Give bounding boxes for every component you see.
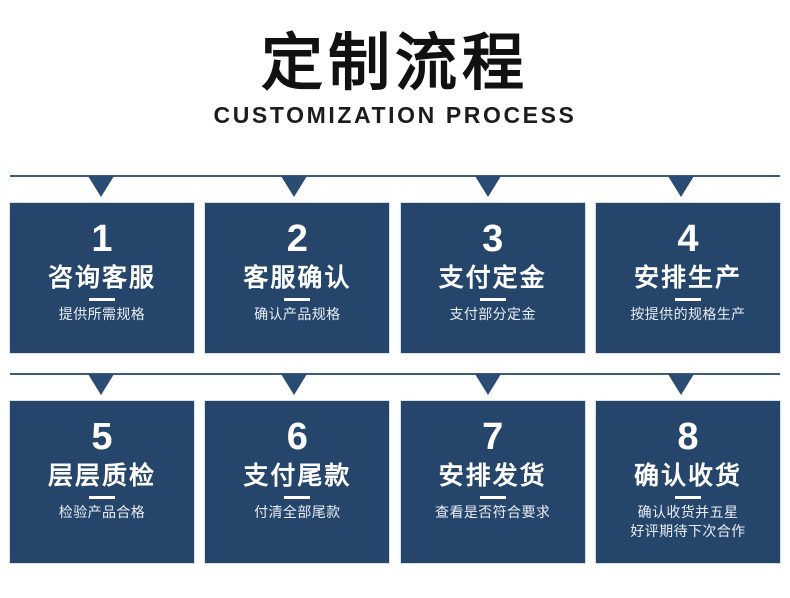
- title-divider: [284, 496, 311, 499]
- step-description: 查看是否符合要求: [435, 505, 551, 521]
- step-description: 确认收货并五星 好评期待下次合作: [630, 505, 746, 540]
- step-description: 按提供的规格生产: [630, 307, 746, 323]
- step-number: 7: [482, 416, 504, 458]
- step-number: 8: [677, 416, 699, 458]
- title-divider: [89, 496, 115, 499]
- arrow-down-icon: [88, 374, 114, 395]
- step-title: 支付尾款: [243, 461, 352, 490]
- title-divider: [89, 298, 115, 301]
- arrow-down-icon: [88, 176, 114, 197]
- process-step-card[interactable]: 4 安排生产 按提供的规格生产: [595, 203, 780, 353]
- process-cards-row-2: 5 层层质检 检验产品合格 6 支付尾款 付清全部尾款 7 安排发货 查看是否符…: [10, 401, 780, 563]
- connector-row-1: [0, 174, 790, 203]
- connector-row-2: [0, 372, 790, 401]
- step-title: 安排生产: [633, 263, 742, 292]
- step-description: 提供所需规格: [58, 307, 146, 323]
- title-divider: [284, 298, 311, 301]
- arrow-down-icon: [475, 176, 501, 197]
- step-title: 确认收货: [633, 461, 742, 490]
- process-step-card[interactable]: 6 支付尾款 付清全部尾款: [205, 401, 390, 563]
- step-description: 支付部分定金: [449, 307, 536, 323]
- connector-line: [10, 175, 780, 177]
- arrow-down-icon: [668, 374, 694, 395]
- process-step-card[interactable]: 3 支付定金 支付部分定金: [400, 203, 585, 353]
- process-cards-row-1: 1 咨询客服 提供所需规格 2 客服确认 确认产品规格 3 支付定金 支付部分定…: [10, 203, 780, 353]
- step-title: 安排发货: [438, 461, 547, 490]
- step-description: 检验产品合格: [58, 505, 146, 521]
- arrow-down-icon: [668, 176, 694, 197]
- step-number: 4: [677, 218, 699, 260]
- step-description: 付清全部尾款: [254, 505, 341, 521]
- process-row-2: 5 层层质检 检验产品合格 6 支付尾款 付清全部尾款 7 安排发货 查看是否符…: [0, 372, 790, 563]
- arrow-down-icon: [475, 374, 501, 395]
- step-number: 1: [91, 218, 113, 260]
- title-divider: [479, 496, 506, 499]
- step-number: 3: [482, 218, 504, 260]
- connector-line: [10, 373, 780, 375]
- process-step-card[interactable]: 7 安排发货 查看是否符合要求: [400, 401, 585, 563]
- title-divider: [674, 496, 701, 499]
- process-step-card[interactable]: 2 客服确认 确认产品规格: [205, 203, 390, 353]
- header: 定制流程 CUSTOMIZATION PROCESS: [0, 0, 790, 160]
- process-row-1: 1 咨询客服 提供所需规格 2 客服确认 确认产品规格 3 支付定金 支付部分定…: [0, 174, 790, 353]
- step-title: 层层质检: [47, 461, 156, 490]
- arrow-down-icon: [281, 176, 307, 197]
- page-subtitle: CUSTOMIZATION PROCESS: [213, 102, 577, 129]
- title-divider: [674, 298, 701, 301]
- arrow-down-icon: [281, 374, 307, 395]
- step-number: 2: [286, 218, 308, 260]
- step-description: 确认产品规格: [254, 307, 341, 323]
- step-number: 5: [91, 416, 113, 458]
- step-title: 客服确认: [243, 263, 352, 292]
- process-step-card[interactable]: 8 确认收货 确认收货并五星 好评期待下次合作: [595, 401, 780, 563]
- process-step-card[interactable]: 1 咨询客服 提供所需规格: [10, 203, 194, 353]
- title-divider: [479, 298, 506, 301]
- page-title: 定制流程: [260, 26, 529, 99]
- step-title: 咨询客服: [47, 263, 156, 292]
- step-number: 6: [286, 416, 308, 458]
- process-step-card[interactable]: 5 层层质检 检验产品合格: [10, 401, 194, 563]
- step-title: 支付定金: [438, 263, 547, 292]
